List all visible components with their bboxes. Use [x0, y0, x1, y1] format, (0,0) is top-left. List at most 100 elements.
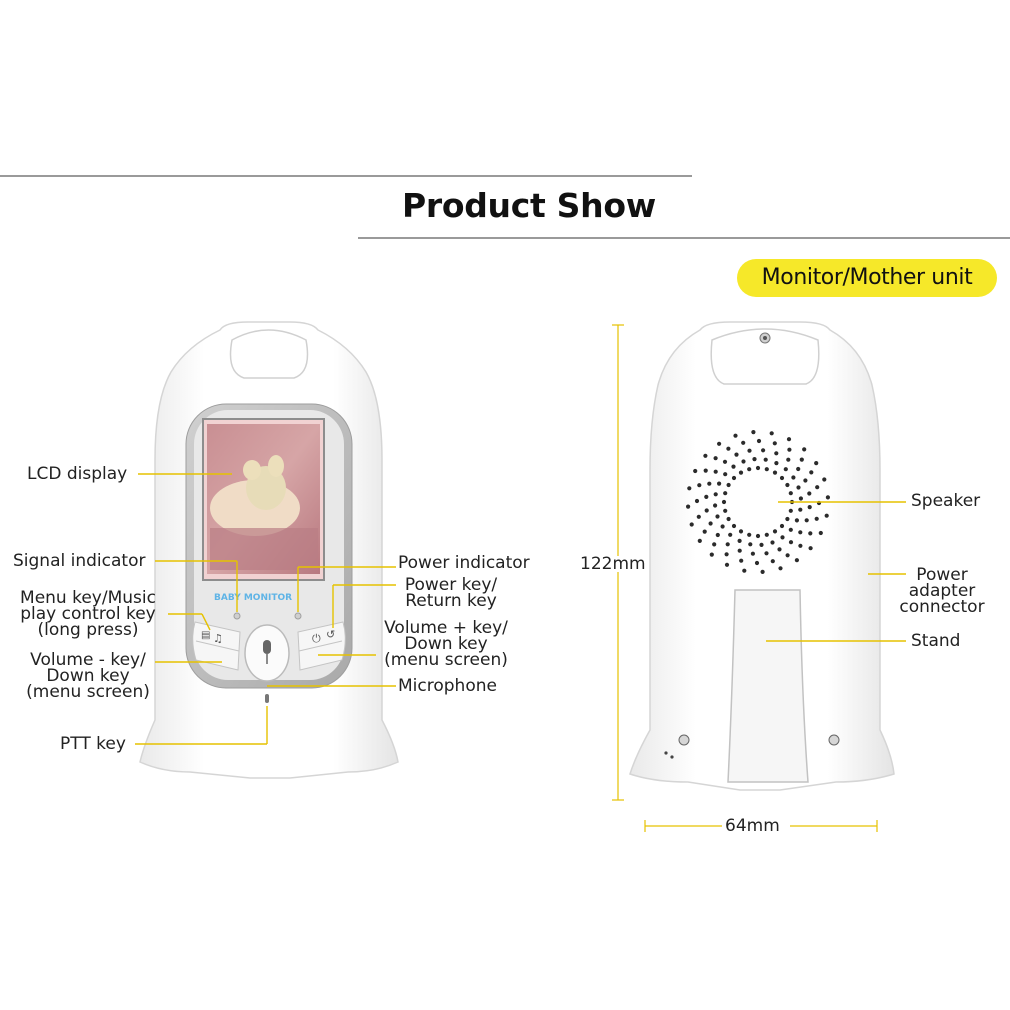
speaker-hole	[785, 516, 790, 522]
speaker-hole	[709, 552, 714, 557]
speaker-hole	[731, 475, 737, 481]
speaker-hole	[786, 437, 792, 442]
speaker-hole	[687, 486, 692, 491]
speaker-hole	[726, 446, 731, 451]
header-rule-bottom	[358, 237, 1010, 239]
speaker-hole	[799, 457, 804, 462]
speaker-hole	[747, 467, 752, 472]
speaker-hole	[694, 498, 700, 504]
dimension-height: 122mm	[578, 554, 648, 574]
speaker-hole	[818, 530, 823, 536]
speaker-hole	[707, 481, 712, 486]
speaker-hole	[717, 481, 722, 486]
speaker-hole	[794, 518, 800, 523]
speaker-hole	[778, 566, 783, 571]
speaker-hole	[731, 464, 736, 469]
speaker-hole	[796, 485, 801, 490]
speaker-hole	[755, 465, 761, 471]
speaker-hole	[803, 478, 808, 483]
speaker-hole	[808, 531, 813, 536]
speaker-hole	[703, 453, 708, 458]
speaker-hole	[798, 543, 803, 548]
label-power-indicator: Power indicator	[398, 553, 530, 573]
speaker-hole	[713, 469, 718, 474]
speaker-hole	[739, 558, 744, 563]
speaker-hole	[731, 523, 737, 529]
speaker-hole	[721, 499, 727, 505]
back-unit	[629, 321, 895, 791]
speaker-hole	[802, 447, 807, 452]
speaker-hole	[704, 508, 709, 513]
label-power-key: Power key/ Return key	[398, 575, 504, 610]
speaker-hole	[693, 468, 698, 474]
speaker-hole	[798, 530, 803, 535]
speaker-hole	[788, 491, 793, 496]
label-volume-down-line3: (menu screen)	[26, 682, 150, 702]
speaker-hole	[807, 505, 812, 510]
device-brand-text: BABY MONITOR	[214, 593, 292, 603]
label-power-key-line1: Power key/	[404, 575, 498, 595]
speaker-hole	[703, 468, 708, 473]
speaker-hole	[785, 553, 790, 558]
speaker-hole	[737, 538, 742, 544]
speaker-hole	[761, 448, 766, 453]
label-menu-key-line1: Menu key/Music	[20, 588, 156, 608]
speaker-hole	[750, 551, 756, 556]
speaker-hole	[763, 457, 768, 462]
label-menu-key-line2: play control key	[20, 604, 156, 624]
label-power-adapter-line1: Power	[916, 565, 968, 585]
speaker-hole	[786, 457, 791, 462]
label-volume-up-line1: Volume + key/	[384, 618, 508, 638]
speaker-hole	[738, 470, 744, 475]
unit-badge: Monitor/Mother unit	[737, 259, 997, 297]
speaker-hole	[752, 457, 757, 462]
speaker-hole	[751, 430, 756, 435]
speaker-hole	[697, 538, 702, 544]
speaker-hole	[804, 518, 809, 523]
speaker-hole	[723, 491, 728, 496]
speaker-hole	[777, 547, 782, 552]
speaker-hole	[715, 514, 720, 519]
speaker-hole	[723, 508, 728, 513]
speaker-hole	[798, 496, 804, 501]
speaker-hole	[708, 521, 713, 526]
speaker-hole	[755, 533, 761, 539]
speaker-hole	[774, 451, 779, 456]
speaker-hole	[713, 456, 718, 461]
label-speaker: Speaker	[911, 491, 981, 511]
speaker-hole	[764, 551, 769, 556]
speaker-hole	[779, 523, 785, 529]
speaker-hole	[697, 483, 702, 488]
speaker-hole	[809, 470, 814, 475]
speaker-hole	[788, 540, 794, 545]
speaker-hole	[824, 513, 829, 518]
speaker-hole	[726, 516, 731, 522]
label-volume-down-line1: Volume - key/	[30, 650, 146, 670]
speaker-hole	[783, 467, 788, 472]
speaker-hole	[770, 559, 775, 564]
front-unit: BABY MONITOR ▤ ♫ ⏻ ↺	[139, 321, 399, 779]
speaker-hole	[748, 542, 753, 547]
speaker-hole	[715, 532, 720, 538]
speaker-hole	[825, 495, 831, 500]
speaker-hole	[760, 569, 765, 575]
speaker-hole	[717, 441, 722, 446]
speaker-hole	[814, 516, 819, 521]
speaker-hole	[747, 532, 752, 537]
speaker-hole	[696, 514, 701, 519]
speaker-hole	[788, 527, 793, 532]
speaker-hole	[728, 532, 733, 537]
label-power-adapter-line2: adapter	[908, 581, 976, 601]
label-power-adapter: Power adapter connector	[892, 565, 992, 616]
speaker-hole	[726, 482, 731, 488]
speaker-hole	[769, 431, 774, 436]
speaker-hole	[713, 503, 718, 508]
svg-text:⏻: ⏻	[312, 632, 321, 645]
speaker-hole	[808, 546, 813, 551]
speaker-hole	[689, 522, 694, 527]
speaker-hole	[822, 477, 827, 482]
header-rule-top	[0, 175, 692, 177]
speaker-hole	[759, 542, 764, 548]
speaker-hole	[779, 475, 785, 481]
